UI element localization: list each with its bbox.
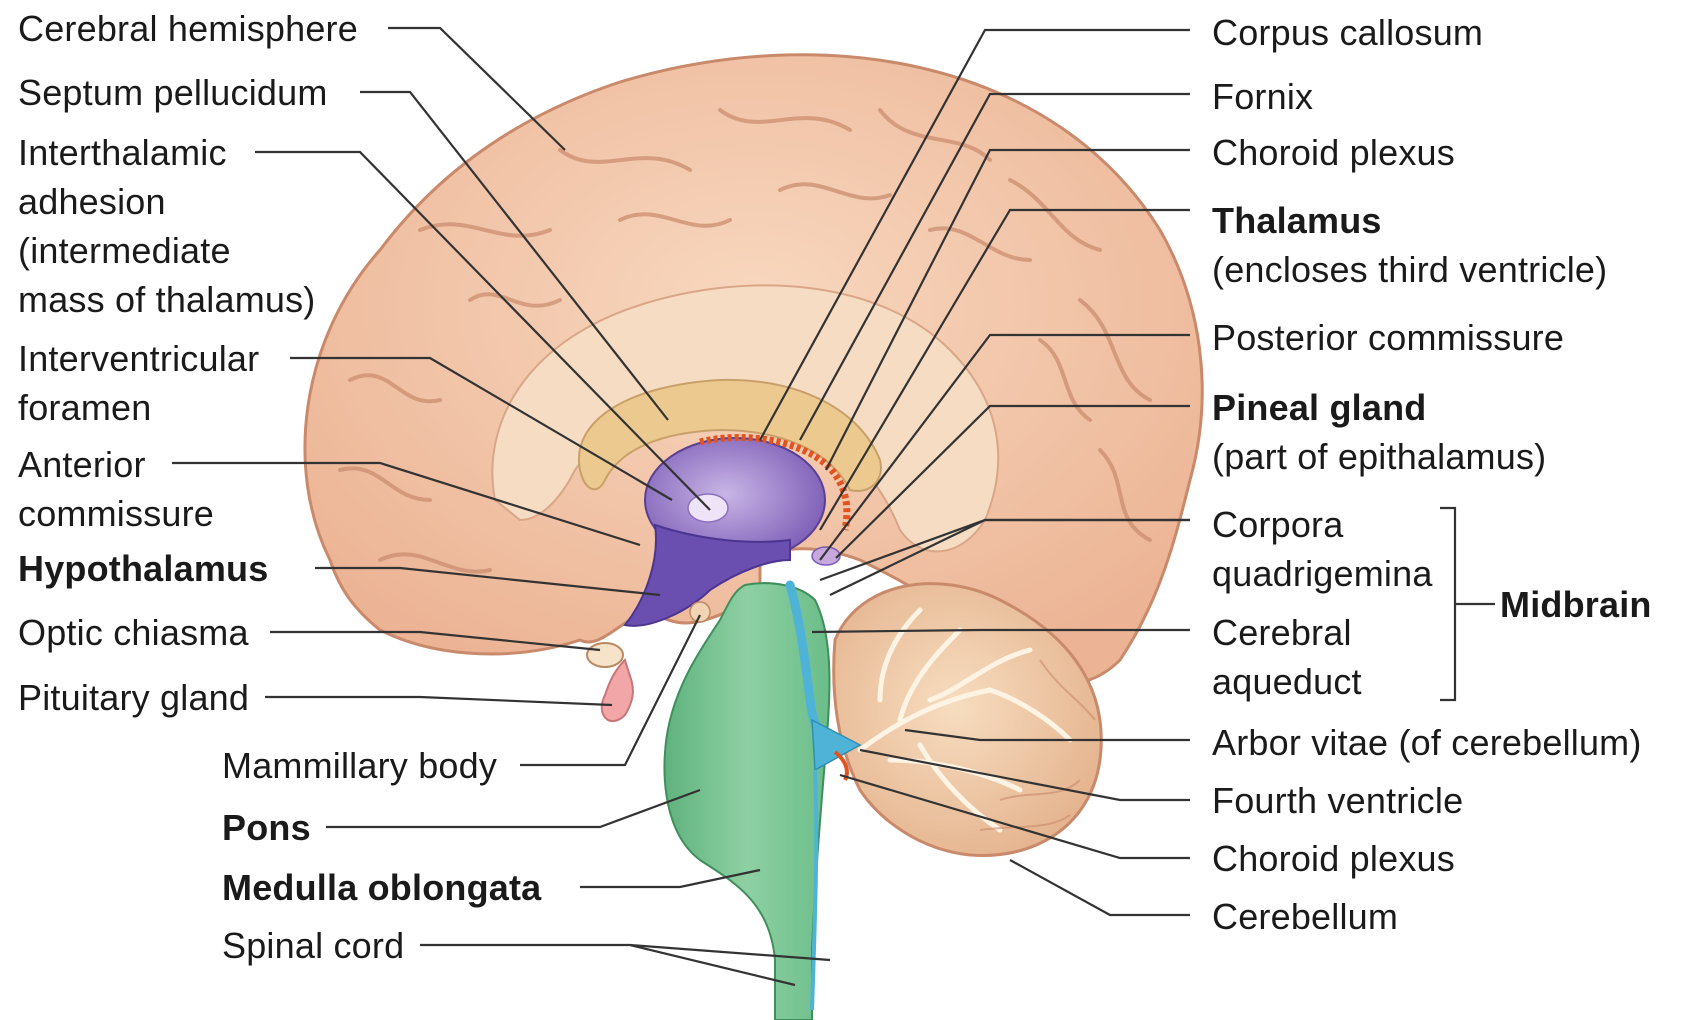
label-corpus-callosum: Corpus callosum: [1212, 8, 1483, 57]
mammillary-body-shape: [690, 602, 710, 622]
label-anterior-line-1: Anterior: [18, 440, 214, 489]
label-mammillary-body: Mammillary body: [222, 741, 497, 790]
label-aqueduct-line-1: Cerebral: [1212, 608, 1362, 657]
label-medulla-oblongata: Medulla oblongata: [222, 863, 541, 912]
label-thalamus-title: Thalamus: [1212, 196, 1607, 245]
label-pituitary-gland: Pituitary gland: [18, 673, 249, 722]
label-thalamus-note: (encloses third ventricle): [1212, 245, 1607, 294]
label-midbrain: Midbrain: [1500, 580, 1652, 629]
label-hypothalamus: Hypothalamus: [18, 544, 268, 593]
pineal-gland-shape: [812, 547, 840, 565]
label-corpora-quadrigemina: Corpora quadrigemina: [1212, 500, 1433, 598]
label-fourth-ventricle: Fourth ventricle: [1212, 776, 1463, 825]
label-cerebral-hemisphere: Cerebral hemisphere: [18, 4, 358, 53]
label-posterior-commissure: Posterior commissure: [1212, 313, 1564, 362]
label-septum-pellucidum: Septum pellucidum: [18, 68, 328, 117]
label-anterior-line-2: commissure: [18, 489, 214, 538]
label-interventricular-line-1: Interventricular: [18, 334, 259, 383]
label-optic-chiasma: Optic chiasma: [18, 608, 249, 657]
label-cerebral-aqueduct: Cerebral aqueduct: [1212, 608, 1362, 706]
label-interthalamic-line-1: Interthalamic: [18, 128, 316, 177]
label-fornix: Fornix: [1212, 72, 1313, 121]
label-interthalamic-line-2: adhesion: [18, 177, 316, 226]
label-interthalamic-line-4: mass of thalamus): [18, 275, 316, 324]
label-pons: Pons: [222, 803, 311, 852]
label-cerebellum: Cerebellum: [1212, 892, 1398, 941]
label-choroid-plexus-lower: Choroid plexus: [1212, 834, 1455, 883]
label-interventricular-foramen: Interventricular foramen: [18, 334, 259, 432]
label-anterior-commissure: Anterior commissure: [18, 440, 214, 538]
optic-chiasma-shape: [587, 643, 623, 667]
label-interthalamic-adhesion: Interthalamic adhesion (intermediate mas…: [18, 128, 316, 324]
label-corpora-line-1: Corpora: [1212, 500, 1433, 549]
label-thalamus: Thalamus (encloses third ventricle): [1212, 196, 1607, 294]
label-spinal-cord: Spinal cord: [222, 921, 404, 970]
label-arbor-vitae: Arbor vitae (of cerebellum): [1212, 718, 1642, 767]
label-interventricular-line-2: foramen: [18, 383, 259, 432]
pituitary-gland-shape: [602, 660, 633, 721]
label-pineal-note: (part of epithalamus): [1212, 432, 1546, 481]
label-pineal-title: Pineal gland: [1212, 383, 1546, 432]
label-aqueduct-line-2: aqueduct: [1212, 657, 1362, 706]
label-interthalamic-line-3: (intermediate: [18, 226, 316, 275]
label-choroid-plexus-upper: Choroid plexus: [1212, 128, 1455, 177]
label-pineal-gland: Pineal gland (part of epithalamus): [1212, 383, 1546, 481]
label-corpora-line-2: quadrigemina: [1212, 549, 1433, 598]
